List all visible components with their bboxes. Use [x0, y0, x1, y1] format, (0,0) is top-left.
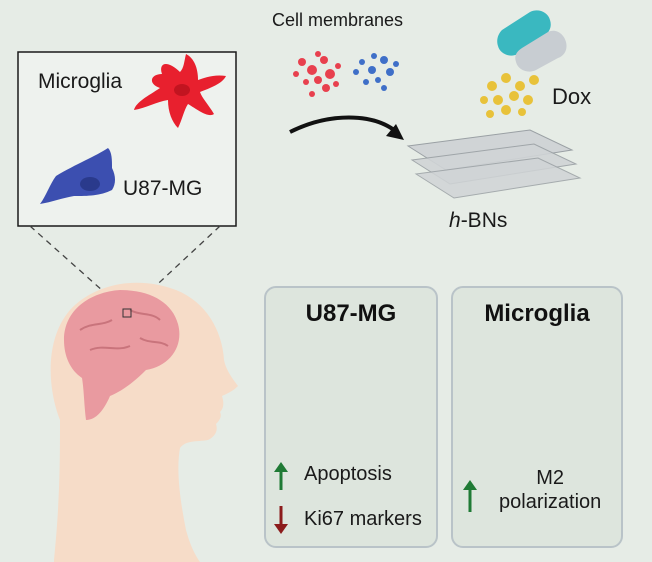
- apoptosis-effect: Apoptosis: [304, 463, 392, 485]
- human-head-icon: [50, 282, 238, 562]
- inset-u87-label: U87-MG: [123, 177, 203, 200]
- u87-result-card: U87-MG Apoptosis Ki67 markers: [264, 286, 438, 548]
- blue-membrane-fragments-icon: [353, 53, 399, 91]
- brain-region-marker: [122, 308, 132, 318]
- hbn-label-prefix: h: [449, 209, 461, 232]
- m2-line: M2: [536, 467, 565, 489]
- ki67-effect: Ki67 markers: [304, 508, 422, 530]
- m2-polarization-effect: M2 polarization: [499, 466, 601, 514]
- hbn-label-suffix: -BNs: [460, 209, 508, 232]
- u87-card-title: U87-MG: [305, 300, 397, 327]
- red-membrane-fragments-icon: [293, 51, 341, 97]
- microglia-card-title: Microglia: [484, 300, 590, 327]
- dox-particles-icon: [480, 73, 539, 118]
- microglia-cell-icon: [134, 54, 226, 128]
- dox-label: Dox: [552, 84, 592, 109]
- u87-cell-icon: [40, 148, 115, 204]
- polarization-line: polarization: [499, 491, 602, 513]
- up-arrow-icon: [274, 462, 288, 490]
- cell-membranes-label: Cell membranes: [272, 10, 404, 30]
- process-arrowhead: [386, 124, 404, 140]
- inset-microglia-label: Microglia: [38, 70, 123, 93]
- up-arrow-icon: [463, 480, 477, 512]
- microglia-result-card: Microglia M2 polarization: [451, 286, 623, 548]
- process-arrow: [289, 115, 396, 134]
- down-arrow-icon: [274, 506, 288, 534]
- hbn-label: h-BNs: [449, 209, 507, 233]
- hbn-sheets-icon: [406, 129, 582, 199]
- capsule-icon: [497, 10, 567, 72]
